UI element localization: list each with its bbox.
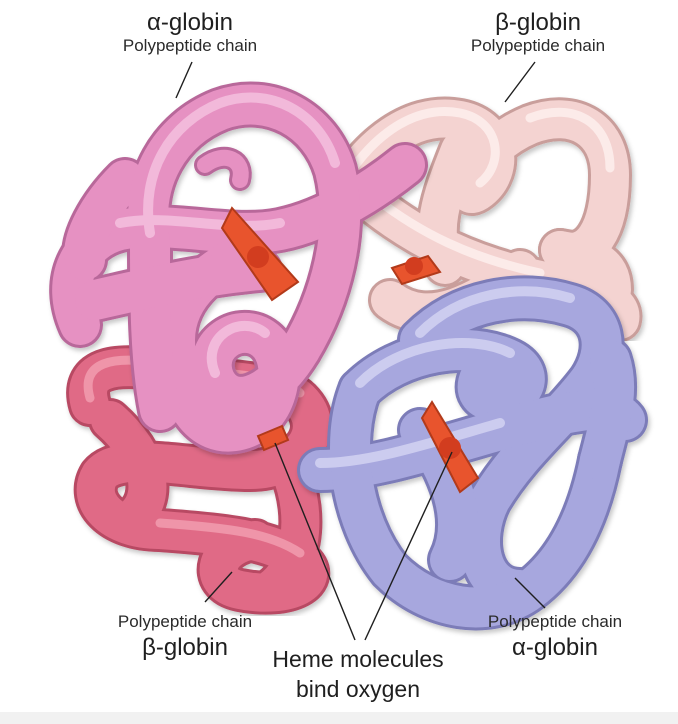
leader-lines (175, 61, 546, 641)
label-subtitle: Polypeptide chain (117, 612, 253, 631)
label-subtitle: Polypeptide chain (122, 36, 258, 55)
heme-group-alpha-bottom (420, 400, 480, 494)
label-subtitle: Polypeptide chain (470, 36, 606, 55)
heme-group-alpha-top (220, 206, 300, 302)
bottom-strip (0, 712, 678, 724)
leader-beta-top (504, 61, 536, 103)
alpha-globin-top-chain (49, 81, 428, 455)
label-name: β-globin (142, 634, 228, 661)
label-name: β-globin (495, 9, 581, 36)
label-beta-globin-top: β-globin Polypeptide chain (418, 9, 658, 56)
label-subtitle: Polypeptide chain (487, 612, 623, 631)
heme-group-beta-top (390, 254, 442, 286)
leader-alpha-bottom (514, 577, 546, 609)
leader-beta-bottom (204, 571, 233, 603)
heme-label-line2: bind oxygen (295, 676, 421, 702)
heme-label-line1: Heme molecules (272, 646, 444, 672)
leader-alpha-top (175, 61, 193, 99)
label-name: α-globin (147, 9, 233, 36)
alpha-globin-bottom-chain (297, 275, 648, 631)
leader-heme-left (274, 442, 356, 641)
label-beta-globin-bottom: Polypeptide chain β-globin (70, 612, 300, 661)
label-alpha-globin-bottom: Polypeptide chain α-globin (440, 612, 670, 661)
label-name: α-globin (512, 634, 598, 661)
label-heme-molecules: Heme molecules bind oxygen (238, 644, 478, 704)
heme-group-beta-bottom (256, 424, 290, 452)
leader-heme-right (364, 451, 453, 641)
label-alpha-globin-top: α-globin Polypeptide chain (60, 9, 320, 56)
